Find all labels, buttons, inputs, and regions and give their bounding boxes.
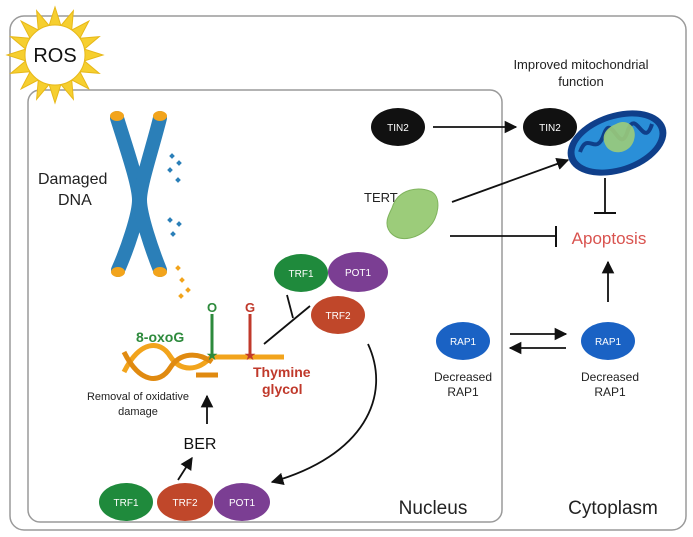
removal-label-1: Removal of oxidative	[87, 391, 189, 403]
pot1-protein-lower	[214, 483, 270, 521]
rap1-caption-nucleus-1: Decreased	[434, 370, 492, 384]
trf1-label-lower: TRF1	[114, 498, 139, 509]
rap1-label-cytoplasm: RAP1	[595, 337, 622, 348]
thymine-label-2: glycol	[262, 381, 302, 397]
rap1-label-nucleus: RAP1	[450, 337, 477, 348]
rap1-protein-nucleus	[436, 322, 490, 360]
arrow-upper-to-lower	[270, 343, 377, 485]
tin2-label-mito: TIN2	[539, 123, 561, 134]
trf2-protein-lower	[157, 483, 213, 521]
trf1-protein-upper	[274, 254, 328, 292]
cell-boundary	[9, 15, 687, 531]
tin2-label-nucleus: TIN2	[387, 123, 409, 134]
pot1-label-lower: POT1	[229, 498, 256, 509]
mito-label-2: function	[558, 74, 604, 89]
ros-sun-icon: ROS	[5, 5, 105, 105]
pot1-protein-upper	[328, 252, 388, 292]
oxoG-star-icon: ★	[206, 347, 219, 363]
dna-fragments	[167, 153, 182, 237]
damaged-dna-label-2: DNA	[58, 192, 92, 209]
trf2-label-lower: TRF2	[173, 498, 198, 509]
tin2-protein-nucleus	[371, 108, 425, 146]
arrow-tert-to-mito	[451, 157, 570, 203]
thymine-letter: G	[245, 300, 255, 315]
oxoG-label: 8-oxoG	[136, 329, 184, 345]
cytoplasm-label: Cytoplasm	[568, 498, 658, 519]
inhibit-bar-lesion	[286, 294, 294, 319]
nucleus-boundary	[27, 89, 503, 523]
thymine-star-icon: ★	[244, 347, 257, 363]
damaged-dna-label-1: Damaged	[38, 171, 107, 188]
tert-label: TERT	[364, 190, 398, 205]
nucleus-label: Nucleus	[399, 498, 468, 519]
apoptosis-label: Apoptosis	[572, 229, 647, 248]
ros-label: ROS	[33, 45, 76, 67]
inhibit-trf2-to-lesion	[263, 305, 311, 345]
rap1-caption-cytoplasm-2: RAP1	[594, 385, 626, 399]
trf1-label-upper: TRF1	[289, 269, 314, 280]
arrow-shelterin-to-ber	[177, 456, 193, 481]
pot1-label-upper: POT1	[345, 268, 372, 279]
rap1-protein-cytoplasm	[581, 322, 635, 360]
mito-label-1: Improved mitochondrial	[513, 57, 648, 72]
rap1-caption-nucleus-2: RAP1	[447, 385, 479, 399]
chromosome-icon	[110, 111, 167, 277]
thymine-label-1: Thymine	[253, 364, 311, 380]
rap1-caption-cytoplasm-1: Decreased	[581, 370, 639, 384]
dna-helix-icon	[121, 343, 284, 381]
removal-label-2: damage	[118, 406, 158, 418]
trf2-label-upper: TRF2	[326, 311, 351, 322]
oxoG-letter: O	[207, 300, 217, 315]
mitochondrion-icon	[567, 110, 667, 176]
trf1-protein-lower	[99, 483, 153, 521]
trf2-protein-upper	[311, 296, 365, 334]
tert-protein-icon	[386, 188, 439, 240]
tin2-protein-mito	[523, 108, 577, 146]
ber-label: BER	[184, 436, 217, 453]
orange-fragments	[175, 265, 191, 299]
